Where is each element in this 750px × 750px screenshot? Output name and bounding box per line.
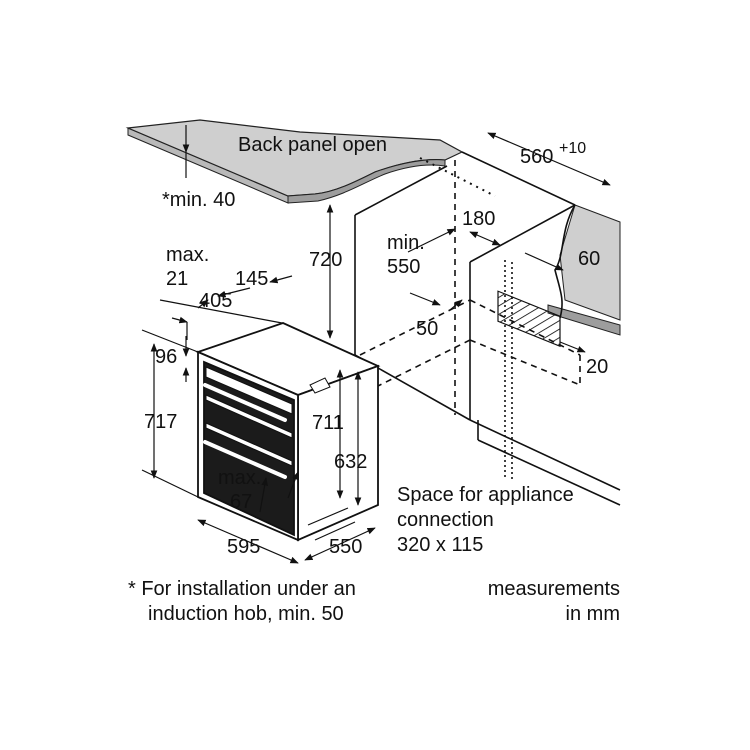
label-dim-711: 711 — [312, 412, 344, 434]
label-dim-96: 96 — [155, 346, 178, 368]
label-dim-50: 50 — [416, 318, 439, 340]
label-min-word: min. — [387, 232, 425, 254]
footnote-line2: induction hob, min. 50 — [148, 603, 344, 625]
label-dim-560: 560 — [520, 146, 554, 168]
footnote-line1: * For installation under an — [128, 578, 356, 600]
label-dim-plus10: +10 — [559, 140, 587, 157]
label-dim-550-min: 550 — [387, 256, 421, 278]
label-dim-180: 180 — [462, 208, 496, 230]
worktop-left — [125, 119, 464, 204]
units-line2: in mm — [565, 603, 620, 625]
label-dim-720: 720 — [309, 249, 343, 271]
note-space-line1: Space for appliance — [397, 484, 574, 506]
units-line1: measurements — [487, 578, 620, 600]
back-panel-leader — [419, 157, 496, 197]
label-min-40: *min. 40 — [162, 189, 236, 211]
label-max-word-handle: max. — [218, 467, 262, 489]
label-dim-595: 595 — [227, 536, 261, 558]
label-dim-67: 67 — [230, 491, 253, 513]
dimension-lines — [141, 125, 611, 564]
worktop-right — [547, 204, 621, 336]
label-dim-60: 60 — [578, 248, 601, 270]
label-dim-632: 632 — [334, 451, 368, 473]
label-dim-21: 21 — [166, 268, 189, 290]
label-dim-550-depth: 550 — [329, 536, 363, 558]
label-max-word-top: max. — [166, 244, 210, 266]
note-space-line2: connection — [397, 509, 494, 531]
label-dim-717: 717 — [144, 411, 178, 433]
note-space-line3: 320 x 115 — [397, 534, 484, 556]
label-back-panel-open: Back panel open — [238, 134, 388, 156]
label-dim-145: 145 — [235, 268, 269, 290]
label-dim-405: 405 — [199, 290, 233, 312]
label-dim-20: 20 — [586, 356, 609, 378]
cabinet-niche — [354, 151, 621, 506]
oven-body — [195, 322, 381, 542]
connection-space-box — [497, 290, 561, 348]
